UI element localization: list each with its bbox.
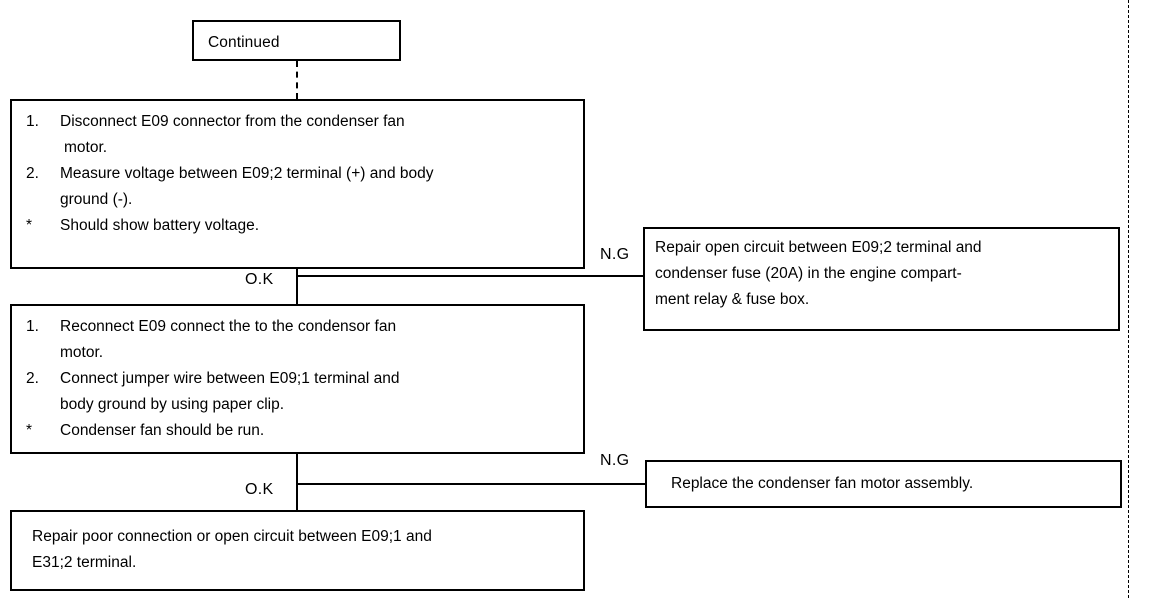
step-line: motor. bbox=[60, 344, 104, 361]
step-line: Condenser fan should be run. bbox=[60, 422, 265, 439]
step-line: ground (-). bbox=[60, 191, 133, 208]
test-1-steps: 1. Disconnect E09 connector from the con… bbox=[24, 109, 577, 239]
step-body: Condenser fan should be run. bbox=[60, 418, 577, 444]
branch-label-ng-2: N.G bbox=[600, 452, 630, 469]
step-line: Disconnect E09 connector from the conden… bbox=[60, 113, 405, 130]
node-test-1: 1. Disconnect E09 connector from the con… bbox=[10, 99, 585, 269]
connector-test2-ng-branch bbox=[296, 483, 645, 485]
page-margin-rule bbox=[1128, 0, 1129, 598]
step-line: motor. bbox=[64, 139, 108, 156]
test-2-step-note: * Condenser fan should be run. bbox=[24, 418, 577, 444]
connector-test1-to-test2 bbox=[296, 269, 298, 304]
test-1-step-note: * Should show battery voltage. bbox=[24, 213, 577, 239]
step-marker: 1. bbox=[26, 113, 39, 130]
node-replace-motor: Replace the condenser fan motor assembly… bbox=[645, 460, 1122, 508]
node-repair-open-circuit: Repair open circuit between E09;2 termin… bbox=[643, 227, 1120, 331]
text-line: ment relay & fuse box. bbox=[655, 291, 810, 308]
test-1-step-1: 1. Disconnect E09 connector from the con… bbox=[24, 109, 577, 161]
branch-label-ng-1: N.G bbox=[600, 246, 630, 263]
step-body: Connect jumper wire between E09;1 termin… bbox=[60, 366, 577, 418]
branch-label-ok-2: O.K bbox=[245, 481, 274, 498]
connector-test1-ng-branch bbox=[296, 275, 643, 277]
step-marker: 2. bbox=[26, 165, 39, 182]
step-body: Should show battery voltage. bbox=[60, 213, 577, 239]
continued-label: Continued bbox=[208, 34, 280, 51]
node-repair-poor-connection: Repair poor connection or open circuit b… bbox=[10, 510, 585, 591]
test-2-step-2: 2. Connect jumper wire between E09;1 ter… bbox=[24, 366, 577, 418]
test-2-steps: 1. Reconnect E09 connect the to the cond… bbox=[24, 314, 577, 444]
test-1-step-2: 2. Measure voltage between E09;2 termina… bbox=[24, 161, 577, 213]
connector-test2-to-final bbox=[296, 454, 298, 510]
node-continued: Continued bbox=[192, 20, 401, 61]
text-line: E31;2 terminal. bbox=[32, 554, 137, 571]
step-marker: * bbox=[26, 422, 33, 439]
step-body: Disconnect E09 connector from the conden… bbox=[60, 109, 577, 161]
step-line: Connect jumper wire between E09;1 termin… bbox=[60, 370, 400, 387]
repair-open-circuit-text: Repair open circuit between E09;2 termin… bbox=[655, 235, 1108, 313]
text-line: Repair poor connection or open circuit b… bbox=[32, 528, 432, 545]
step-line: Reconnect E09 connect the to the condens… bbox=[60, 318, 397, 335]
test-2-step-1: 1. Reconnect E09 connect the to the cond… bbox=[24, 314, 577, 366]
replace-motor-text: Replace the condenser fan motor assembly… bbox=[671, 471, 1110, 497]
node-test-2: 1. Reconnect E09 connect the to the cond… bbox=[10, 304, 585, 454]
text-line: Replace the condenser fan motor assembly… bbox=[671, 475, 974, 492]
step-marker: 2. bbox=[26, 370, 39, 387]
branch-label-ok-1: O.K bbox=[245, 271, 274, 288]
text-line: condenser fuse (20A) in the engine compa… bbox=[655, 265, 962, 282]
step-line: Should show battery voltage. bbox=[60, 217, 260, 234]
step-marker: 1. bbox=[26, 318, 39, 335]
repair-poor-connection-text: Repair poor connection or open circuit b… bbox=[32, 524, 573, 576]
step-marker: * bbox=[26, 217, 33, 234]
step-line: body ground by using paper clip. bbox=[60, 396, 285, 413]
step-body: Reconnect E09 connect the to the condens… bbox=[60, 314, 577, 366]
connector-continued-to-test1 bbox=[296, 61, 298, 99]
text-line: Repair open circuit between E09;2 termin… bbox=[655, 239, 982, 256]
step-body: Measure voltage between E09;2 terminal (… bbox=[60, 161, 577, 213]
step-line: Measure voltage between E09;2 terminal (… bbox=[60, 165, 434, 182]
